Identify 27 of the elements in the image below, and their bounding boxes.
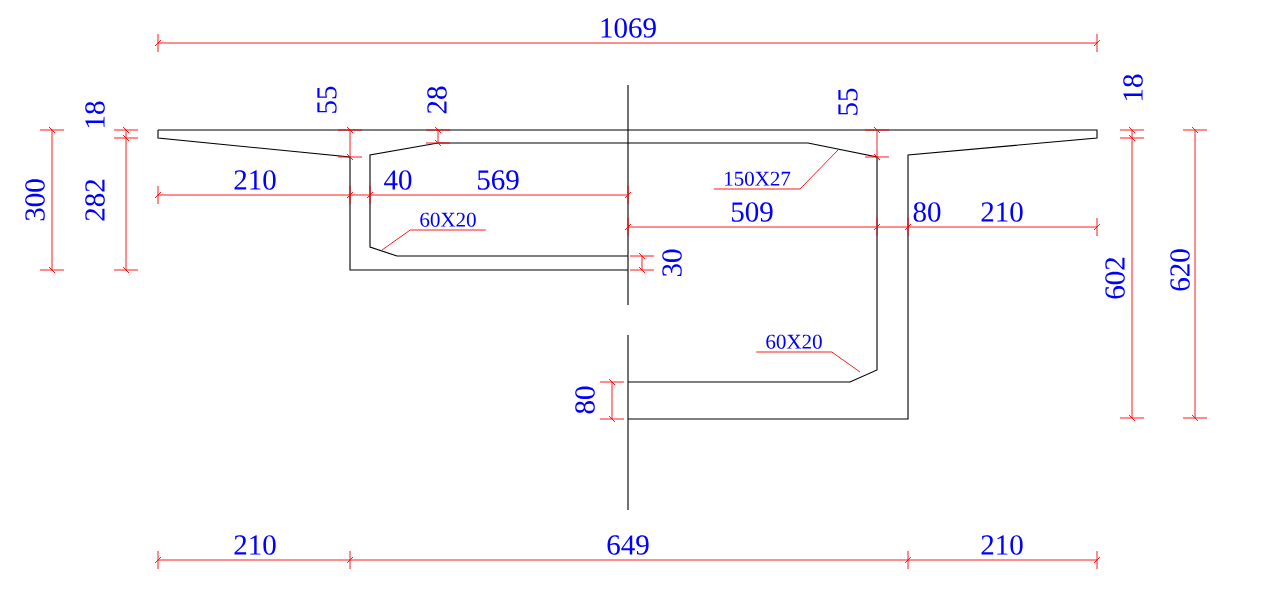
leader-line [713, 149, 839, 190]
dimension-text: 210 [981, 535, 1023, 555]
dimension-text: 620 [1170, 249, 1190, 291]
dimension-text: 55 [838, 88, 858, 115]
dimension-text: 649 [607, 535, 649, 555]
leader-line [381, 229, 487, 251]
dimension-text: 80 [913, 202, 941, 222]
dimension-text: 509 [731, 202, 773, 222]
dimension-text: 210 [234, 170, 276, 190]
dimension-text: 210 [234, 535, 276, 555]
dimension-text: 210 [981, 202, 1023, 222]
dimension-text: 80 [575, 386, 595, 414]
dimension-text: 602 [1105, 257, 1125, 299]
chamfer-label: 60X20 [420, 212, 476, 227]
dimension-text: 300 [25, 179, 45, 221]
dimension-text: 40 [384, 170, 412, 190]
dimension-text: 18 [85, 101, 105, 127]
dimension-text: 18 [1123, 74, 1143, 100]
dimension-text: 1069 [601, 18, 656, 38]
dimension-text: 569 [477, 170, 519, 190]
dimension-text: 282 [85, 179, 105, 221]
dimension-text: 28 [427, 86, 447, 114]
dimension-text: 55 [317, 86, 337, 113]
dimension-text: 30 [662, 249, 682, 277]
leader-line [755, 351, 861, 373]
chamfer-label: 60X20 [766, 334, 822, 349]
chamfer-label: 150X27 [725, 171, 791, 186]
